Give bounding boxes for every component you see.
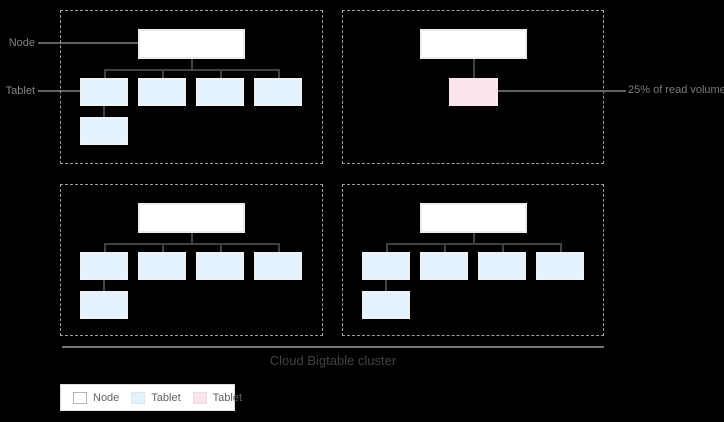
legend-item-label: Tablet xyxy=(151,391,181,404)
node-leader-line xyxy=(38,42,138,44)
tablet-box xyxy=(478,252,526,280)
tablet-box xyxy=(536,252,584,280)
node-box xyxy=(138,203,245,233)
connector-line xyxy=(278,243,280,253)
node-box xyxy=(420,203,527,233)
cluster-caption: Cloud Bigtable cluster xyxy=(269,353,397,368)
connector-line xyxy=(162,243,164,253)
connector-line xyxy=(220,69,222,79)
tablet-box xyxy=(362,291,410,319)
node-group-3 xyxy=(60,184,323,336)
node-group-2 xyxy=(342,10,604,164)
connector-line xyxy=(162,69,164,79)
tablet-box xyxy=(80,291,128,319)
connector-line xyxy=(560,243,562,253)
tablet-box xyxy=(362,252,410,280)
node-box xyxy=(138,29,245,59)
tablet-box xyxy=(138,252,186,280)
node-group-4 xyxy=(342,184,604,336)
node-label: Node xyxy=(8,37,35,49)
tablet-leader-line xyxy=(38,90,80,92)
tablet-box xyxy=(138,78,186,106)
legend: Node Tablet Tablet xyxy=(60,384,242,411)
connector-line xyxy=(104,243,106,253)
connector-line xyxy=(278,69,280,79)
connector-line xyxy=(385,280,387,292)
read-volume-annotation: 25% of read volume xyxy=(628,84,724,96)
connector-line xyxy=(191,59,193,69)
legend-swatch-node xyxy=(73,391,87,404)
connector-line xyxy=(104,69,106,79)
tablet-box xyxy=(80,78,128,106)
connector-line xyxy=(220,243,222,253)
legend-item-node: Node xyxy=(73,391,120,404)
tablet-box xyxy=(196,78,244,106)
legend-item-hot-tablet: Tablet xyxy=(192,391,243,404)
annotation-leader-line xyxy=(498,90,626,92)
legend-swatch-tablet xyxy=(131,391,146,404)
tablet-box xyxy=(196,252,244,280)
connector-line xyxy=(191,233,193,243)
connector-line xyxy=(444,243,446,253)
tablet-label: Tablet xyxy=(5,85,35,97)
connector-line xyxy=(386,243,562,245)
legend-item-tablet: Tablet xyxy=(131,391,181,404)
tablet-box xyxy=(420,252,468,280)
cluster-line xyxy=(62,346,604,348)
connector-line xyxy=(104,243,280,245)
connector-line xyxy=(502,243,504,253)
tablet-box xyxy=(80,252,128,280)
connector-line xyxy=(386,243,388,253)
legend-item-label: Tablet xyxy=(212,391,243,404)
connector-line xyxy=(473,233,475,243)
legend-swatch-hot-tablet xyxy=(192,391,207,404)
legend-item-label: Node xyxy=(93,391,120,404)
connector-line xyxy=(104,69,280,71)
connector-line xyxy=(103,106,105,118)
tablet-box xyxy=(254,78,302,106)
node-group-1 xyxy=(60,10,323,164)
node-box xyxy=(420,29,527,59)
hot-tablet-box xyxy=(449,78,498,106)
connector-line xyxy=(103,280,105,292)
connector-line xyxy=(473,59,475,79)
tablet-box xyxy=(254,252,302,280)
tablet-box xyxy=(80,117,128,145)
